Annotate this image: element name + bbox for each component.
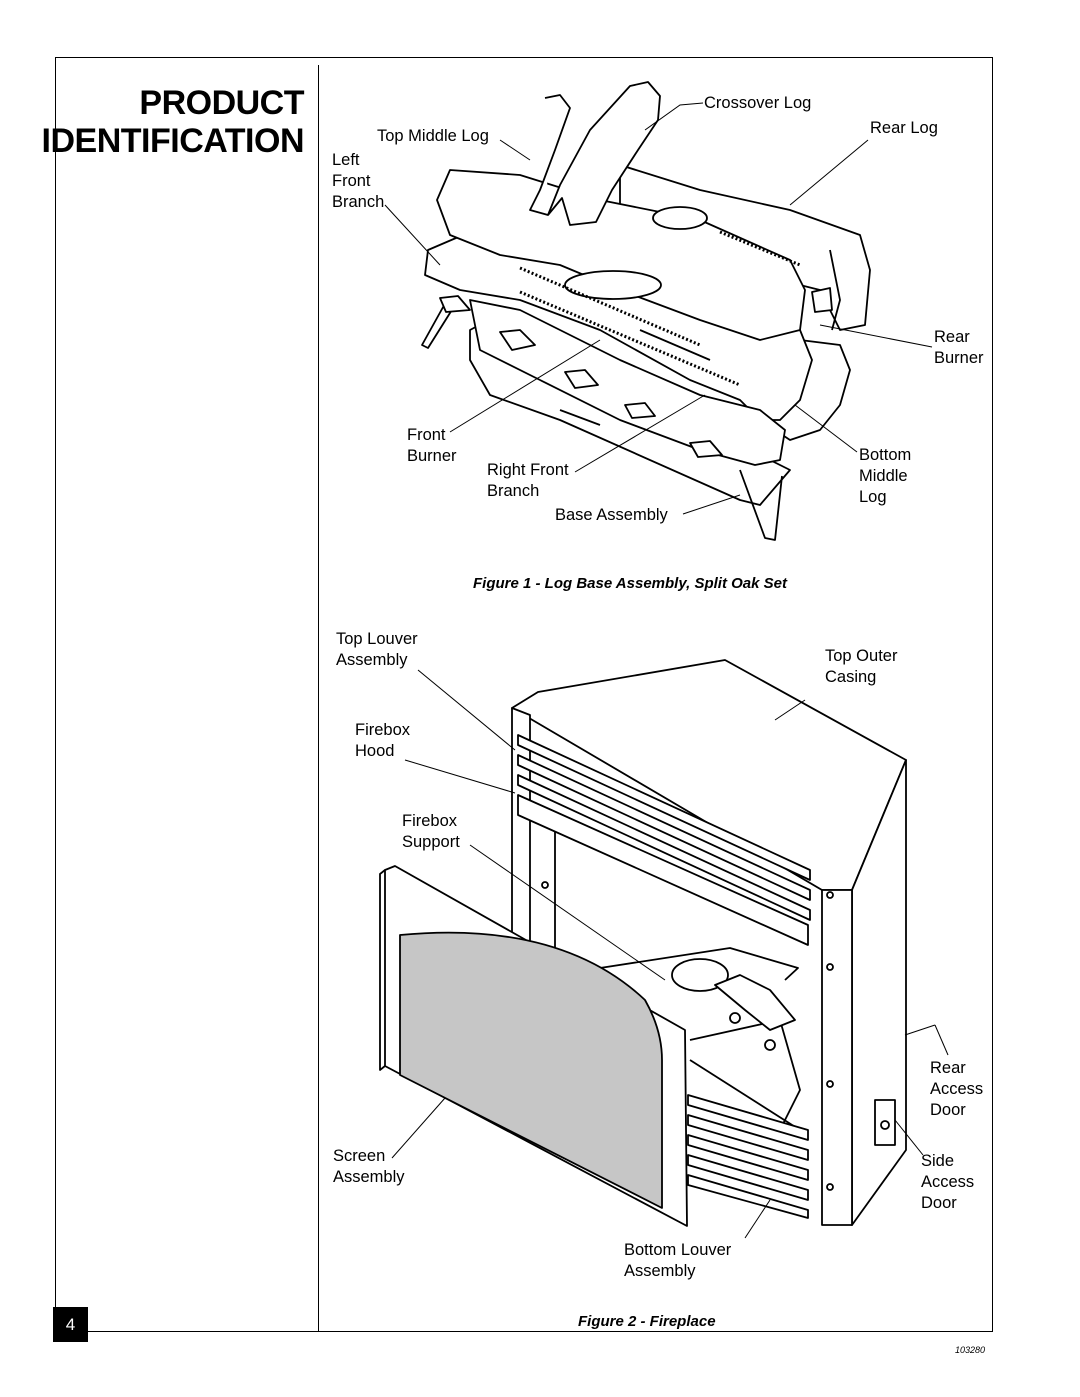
leader-rear-burner xyxy=(819,324,933,348)
section-title-line1: PRODUCT xyxy=(139,84,304,122)
label-top-louver-assembly: Top Louver Assembly xyxy=(336,630,418,669)
label-crossover-log: Crossover Log xyxy=(704,94,812,112)
leader-side-access-door xyxy=(894,1119,924,1156)
column-divider xyxy=(318,65,319,1332)
label-top-outer-casing: Top Outer Casing xyxy=(825,647,898,686)
figure2-caption: Figure 2 - Fireplace xyxy=(578,1313,716,1330)
leader-crossover-log xyxy=(644,102,704,131)
label-side-access-door: Side Access Door xyxy=(921,1152,975,1212)
leader-top-louver xyxy=(417,669,516,751)
right-front-branch-shape xyxy=(469,299,786,466)
leader-front-burner xyxy=(449,339,601,433)
leader-top-middle-log xyxy=(499,139,531,161)
label-rear-access-door: Rear Access Door xyxy=(930,1059,984,1119)
label-left-front-branch: Left Front Branch xyxy=(332,151,385,211)
leader-rear-log xyxy=(789,139,869,206)
label-base-assembly: Base Assembly xyxy=(555,506,668,524)
page-frame xyxy=(55,57,993,1332)
label-bottom-louver-assembly: Bottom Louver Assembly xyxy=(624,1241,732,1280)
label-bottom-middle-log: Bottom Middle Log xyxy=(859,446,912,506)
leader-rear-access-door xyxy=(934,1024,949,1056)
top-outer-casing-shape xyxy=(511,659,907,891)
leader-firebox-hood xyxy=(404,759,516,794)
page-number: 4 xyxy=(53,1307,88,1342)
label-screen-assembly: Screen Assembly xyxy=(333,1147,405,1186)
leader-bottom-louver xyxy=(744,1199,771,1239)
label-right-front-branch: Right Front Branch xyxy=(487,461,569,500)
bottom-louver-shape xyxy=(687,1094,809,1141)
firebox-hood-shape xyxy=(517,794,809,946)
label-rear-burner: Rear Burner xyxy=(934,328,984,367)
leader-rear-access-door-2 xyxy=(904,1024,936,1036)
screen-glass-shape xyxy=(399,931,663,1209)
document-code: 103280 xyxy=(955,1345,986,1355)
top-louver-shape xyxy=(517,734,811,881)
label-firebox-hood: Firebox Hood xyxy=(355,721,411,760)
leader-firebox-support xyxy=(469,844,666,981)
label-firebox-support: Firebox Support xyxy=(402,812,460,851)
leader-right-front-branch xyxy=(574,394,706,473)
label-front-burner: Front Burner xyxy=(407,426,457,465)
leader-left-front-branch xyxy=(384,204,441,266)
crossover-log-shape xyxy=(529,81,661,226)
label-rear-log: Rear Log xyxy=(870,119,938,137)
leader-base-assembly xyxy=(682,494,741,515)
top-middle-log-shape xyxy=(436,169,806,341)
leader-screen-assembly xyxy=(391,1097,446,1159)
side-access-door-shape xyxy=(874,1099,896,1146)
label-top-middle-log: Top Middle Log xyxy=(377,127,489,145)
figure1-caption: Figure 1 - Log Base Assembly, Split Oak … xyxy=(473,575,787,592)
leader-top-outer-casing xyxy=(774,699,806,721)
section-title-line2: IDENTIFICATION xyxy=(41,122,305,160)
leader-bottom-middle-log xyxy=(794,404,858,453)
